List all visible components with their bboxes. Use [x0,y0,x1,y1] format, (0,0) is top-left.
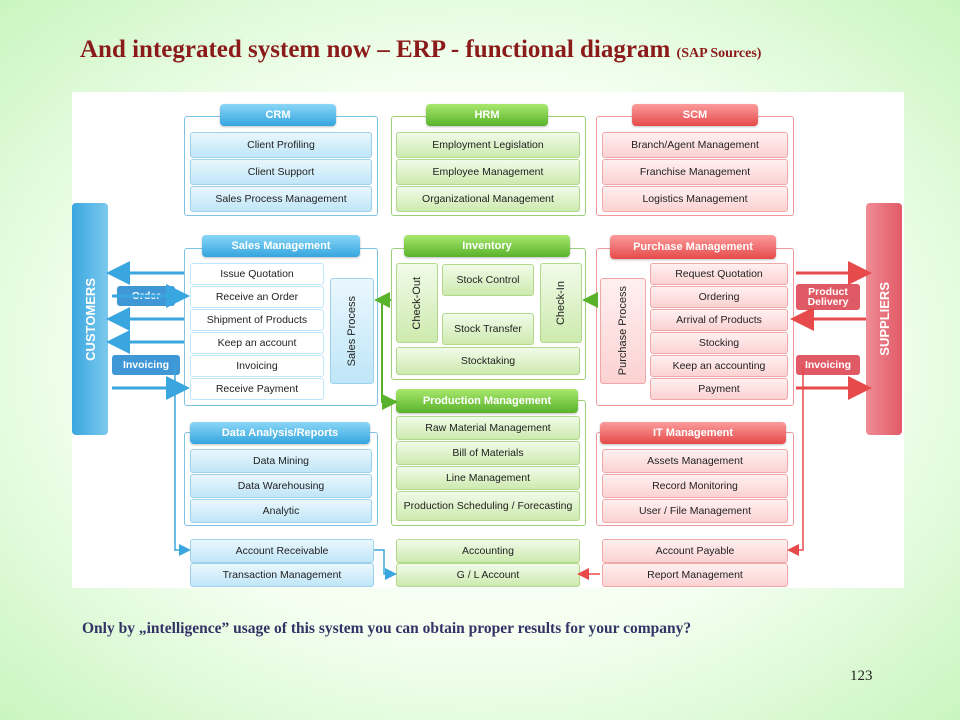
customers-bar: CUSTOMERS [72,203,108,435]
stock-control-box: Stock Control [442,264,534,296]
order-tag: Order [117,286,175,306]
sales-header: Sales Management [202,235,360,257]
purchase-item: Request Quotation [650,263,788,285]
data-analysis-item: Analytic [190,499,372,523]
slide-caption: Only by „intelligence” usage of this sys… [82,620,692,637]
sales-item: Keep an account [190,332,324,354]
check-in-bar: Check-In [540,263,582,343]
it-header: IT Management [600,422,786,444]
accounting-box: Accounting [396,539,580,563]
inventory-header: Inventory [404,235,570,257]
purchase-process-bar: Purchase Process [600,278,646,384]
title-source: (SAP Sources) [676,46,762,61]
invoicing-right-tag: Invoicing [796,355,860,375]
production-header: Production Management [396,389,578,413]
scm-item: Logistics Management [602,186,788,212]
hrm-item: Organizational Management [396,186,580,212]
production-item: Production Scheduling / Forecasting [396,491,580,521]
title-main: And integrated system now – ERP - functi… [80,36,671,63]
it-item: Assets Management [602,449,788,473]
purchase-item: Stocking [650,332,788,354]
sales-item: Issue Quotation [190,263,324,285]
check-in-label: Check-In [555,280,567,326]
suppliers-bar: SUPPLIERS [866,203,902,435]
scm-header: SCM [632,104,758,126]
check-out-bar: Check-Out [396,263,438,343]
scm-item: Branch/Agent Management [602,132,788,158]
purchase-item: Keep an accounting [650,355,788,377]
slide-title: And integrated system now – ERP - functi… [80,36,761,64]
sales-item: Receive an Order [190,286,324,308]
data-analysis-header: Data Analysis/Reports [190,422,370,444]
production-item: Raw Material Management [396,416,580,440]
data-analysis-item: Data Warehousing [190,474,372,498]
sales-process-bar: Sales Process [330,278,374,384]
sales-item: Shipment of Products [190,309,324,331]
production-item: Line Management [396,466,580,490]
purchase-process-label: Purchase Process [617,286,629,376]
purchase-item: Ordering [650,286,788,308]
stocktaking-box: Stocktaking [396,347,580,375]
production-item: Bill of Materials [396,441,580,465]
page-number: 123 [850,668,873,684]
gl-account-box: G / L Account [396,563,580,587]
account-receivable-box: Account Receivable [190,539,374,563]
product-delivery-tag: Product Delivery [796,284,860,310]
suppliers-label: SUPPLIERS [876,282,892,356]
invoicing-left-tag: Invoicing [112,355,180,375]
crm-header: CRM [220,104,336,126]
scm-item: Franchise Management [602,159,788,185]
hrm-item: Employment Legislation [396,132,580,158]
purchase-header: Purchase Management [610,235,776,259]
crm-item: Client Support [190,159,372,185]
crm-item: Client Profiling [190,132,372,158]
sales-process-label: Sales Process [346,295,358,367]
customers-label: CUSTOMERS [82,277,98,361]
it-item: Record Monitoring [602,474,788,498]
check-out-label: Check-Out [411,276,423,330]
purchase-item: Arrival of Products [650,309,788,331]
sales-item: Receive Payment [190,378,324,400]
transaction-management-box: Transaction Management [190,563,374,587]
hrm-header: HRM [426,104,548,126]
sales-item: Invoicing [190,355,324,377]
crm-item: Sales Process Management [190,186,372,212]
stock-transfer-box: Stock Transfer [442,313,534,345]
hrm-item: Employee Management [396,159,580,185]
data-analysis-item: Data Mining [190,449,372,473]
account-payable-box: Account Payable [602,539,788,563]
report-management-box: Report Management [602,563,788,587]
purchase-item: Payment [650,378,788,400]
it-item: User / File Management [602,499,788,523]
